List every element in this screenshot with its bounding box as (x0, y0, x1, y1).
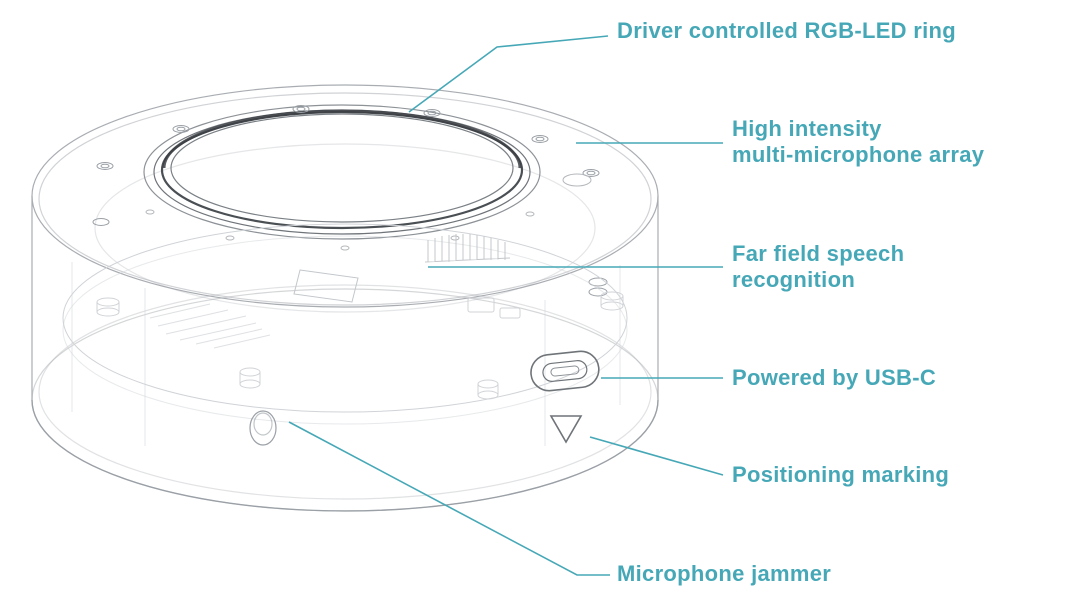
label-positioning-marking: Positioning marking (732, 462, 950, 487)
heatsink-fins (424, 234, 511, 263)
pcb-hatch (149, 303, 271, 349)
bottom-rim-faint (38, 284, 652, 500)
bottom-rim (31, 288, 659, 512)
jammer-plug (249, 410, 277, 446)
label-usb-c-power: Powered by USB-C (732, 365, 937, 390)
callout-line-positioning-marking (589, 436, 724, 476)
callout-lines (288, 35, 724, 576)
label-rgb-led-ring: Driver controlled RGB-LED ring (617, 18, 957, 43)
body-seams (71, 262, 621, 446)
label-microphone-jammer: Microphone jammer (617, 561, 832, 586)
bottom-arc (31, 399, 659, 512)
main-chip (293, 269, 359, 303)
positioning-triangle (549, 415, 583, 444)
usb-c-port (530, 350, 600, 392)
top-rim-inner-edge (38, 92, 652, 306)
microphone-holes (145, 173, 592, 251)
top-rim-outer (31, 84, 659, 308)
inner-wall (94, 143, 596, 313)
label-microphone-array: High intensity multi-microphone array (732, 116, 985, 167)
callout-line-rgb-led-ring (408, 35, 609, 113)
internal-pcb (62, 223, 628, 446)
top-rim-screws (92, 105, 608, 297)
label-far-field-speech: Far field speech recognition (732, 241, 905, 292)
device-outline (31, 84, 659, 512)
callout-line-microphone-jammer (288, 421, 610, 576)
standoffs (96, 291, 624, 400)
led-ring (143, 104, 541, 240)
